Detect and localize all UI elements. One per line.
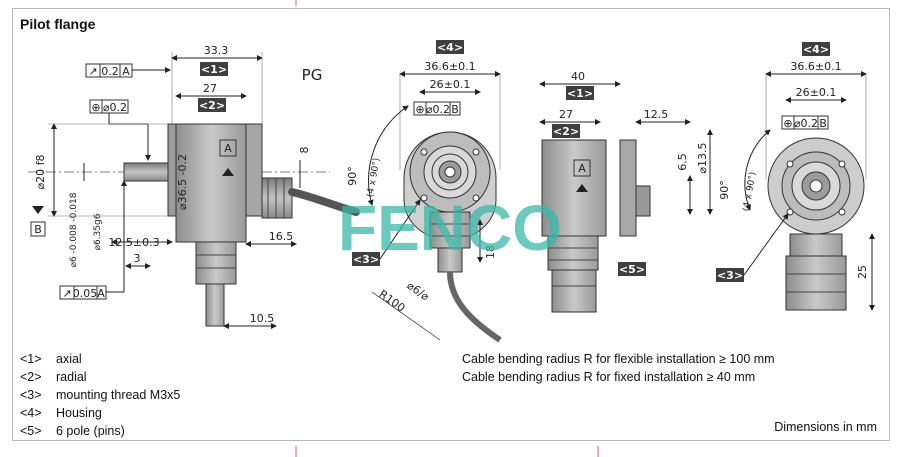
position-tolerance: ⌀0.2	[103, 101, 127, 114]
callout-2: <2>	[553, 125, 579, 138]
runout-symbol: ↗	[62, 287, 71, 300]
callout-5: <5>	[619, 263, 645, 276]
runout-reference-2: A	[97, 287, 105, 300]
dimension-18: 18	[484, 245, 497, 259]
position-tolerance: ⌀0.2	[794, 117, 818, 130]
angle-note: (4 x 90°)	[742, 171, 759, 212]
legend-tag: <1>	[20, 352, 42, 366]
dimension-dia-6-35: ⌀6.35g6	[93, 213, 103, 250]
dimension-dia-36-5: ⌀36.5 -0.2	[176, 154, 189, 210]
runout-tolerance: 0.2	[101, 65, 119, 78]
note-fixed: Cable bending radius R for fixed install…	[462, 370, 756, 384]
position-symbol: ⊕	[415, 103, 424, 116]
dimension-12-5: 12.5	[644, 108, 669, 121]
dimension-16-5: 16.5	[269, 230, 294, 243]
pg-label: PG	[302, 66, 323, 84]
datum-label: A	[224, 142, 232, 155]
dimension-dia-13-5: ⌀13.5	[696, 142, 709, 173]
view-side-pilot-flange: A 33.3 <1> 27 <2> ↗ 0.2 A	[28, 44, 360, 329]
dimension-27: 27	[203, 82, 217, 95]
callout-3: <3>	[717, 269, 743, 282]
position-symbol: ⊕	[91, 101, 100, 114]
legend-item: <2> radial	[20, 368, 180, 386]
runout-reference: A	[122, 65, 130, 78]
dimension-27: 27	[559, 108, 573, 121]
drawing-frame	[12, 8, 890, 441]
dimension-3: 3	[134, 252, 141, 265]
legend-text: axial	[56, 352, 82, 366]
position-reference: B	[819, 117, 827, 130]
legend-text: Housing	[56, 406, 102, 420]
dimension-36-6: 36.6±0.1	[424, 60, 475, 73]
legend-item: <3> mounting thread M3x5	[20, 386, 180, 404]
position-reference: B	[451, 103, 459, 116]
legend-item: <5> 6 pole (pins)	[20, 422, 180, 440]
callout-4: <4>	[803, 43, 829, 56]
angle-90: 90°	[346, 166, 359, 186]
dimension-36-6: 36.6±0.1	[790, 60, 841, 73]
position-symbol: ⊕	[783, 117, 792, 130]
view-side-radial: 40 <1> 27 <2> A <5> 12.5 ⌀13.5 6.5	[539, 70, 713, 313]
dimension-12-5: 12.5±0.3	[108, 236, 159, 249]
runout-symbol: ↗	[88, 65, 97, 78]
dimension-40: 40	[571, 70, 585, 83]
legend-tag: <3>	[20, 388, 42, 402]
dimension-r100: R100	[377, 288, 408, 315]
angle-90: 90°	[718, 180, 731, 200]
dimension-8: 8	[298, 147, 311, 154]
legend-tag: <5>	[20, 424, 42, 438]
legend-item: <1> axial	[20, 350, 180, 368]
view-front-housing-2: <4> 36.6±0.1 26±0.1 ⊕ ⌀0.2 B 90° (4 x 90…	[716, 42, 875, 311]
callout-1: <1>	[201, 63, 227, 76]
units-note: Dimensions in mm	[774, 420, 877, 434]
legend-tag: <2>	[20, 370, 42, 384]
dimension-25: 25	[856, 265, 869, 279]
dimension-dia-20: ⌀20 f8	[34, 155, 47, 190]
callout-2: <2>	[199, 99, 225, 112]
dimension-26: 26±0.1	[796, 86, 837, 99]
note-flexible: Cable bending radius R for flexible inst…	[462, 352, 775, 366]
view-front-housing: <4> 36.6±0.1 26±0.1 ⊕ ⌀0.2 B 90° (4 x 90…	[346, 40, 502, 343]
watermark-logo: FENCO	[338, 192, 562, 264]
legend-text: 6 pole (pins)	[56, 424, 125, 438]
legend-item: <4> Housing	[20, 404, 180, 422]
callout-3: <3>	[353, 253, 379, 266]
dimension-26: 26±0.1	[430, 78, 471, 91]
callout-4: <4>	[437, 41, 463, 54]
legend-text: mounting thread M3x5	[56, 388, 181, 402]
legend-tag: <4>	[20, 406, 42, 420]
dimension-dia-6: ⌀6 -0.008 -0.018	[69, 192, 79, 267]
datum-label: A	[578, 162, 586, 175]
position-tolerance: ⌀0.2	[426, 103, 450, 116]
installation-notes: Cable bending radius R for flexible inst…	[462, 350, 775, 386]
dimension-cable-dia: ⌀6/⌀	[404, 279, 431, 304]
legend-text: radial	[56, 370, 87, 384]
datum-b: B	[34, 223, 42, 236]
dimension-6-5: 6.5	[676, 153, 689, 171]
page-title: Pilot flange	[20, 16, 96, 32]
dimension-33-3: 33.3	[204, 44, 229, 57]
legend: <1> axial <2> radial <3> mounting thread M3…	[20, 350, 180, 440]
dimension-10-5: 10.5	[250, 312, 275, 325]
runout-tolerance-2: 0.05	[73, 287, 98, 300]
callout-1: <1>	[567, 87, 593, 100]
